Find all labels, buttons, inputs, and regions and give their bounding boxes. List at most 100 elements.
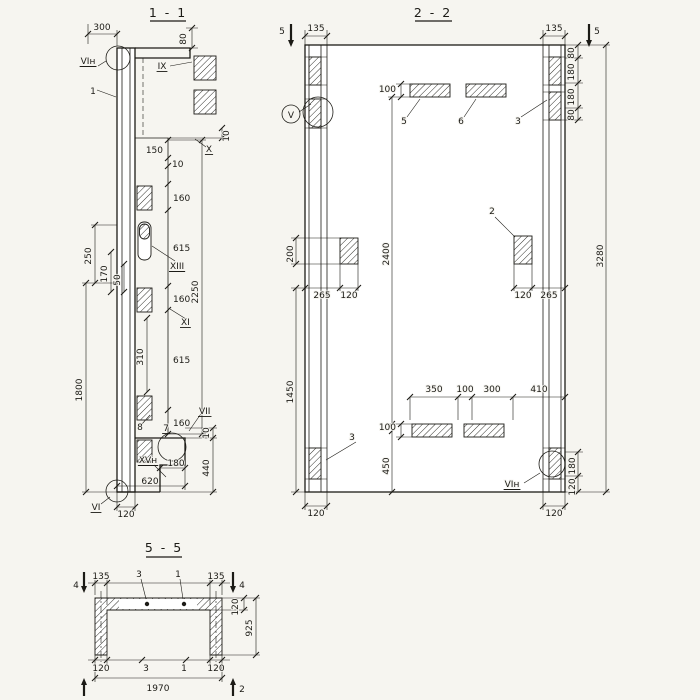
dimension-ticks bbox=[82, 24, 226, 511]
section-5-5: 5 - 5 bbox=[81, 539, 260, 696]
s22-dim-100-mid: 100 bbox=[456, 385, 473, 395]
top-flange bbox=[135, 47, 191, 59]
cut-arrow-icon bbox=[230, 678, 236, 685]
rib-hatch-zone bbox=[548, 91, 562, 121]
s22-dim-135-left: 135 bbox=[307, 24, 324, 34]
rib-hatch-zone bbox=[308, 447, 322, 480]
leader-lines bbox=[298, 98, 548, 484]
cut-arrow-icon bbox=[230, 586, 236, 593]
s11-dim-160-a: 160 bbox=[173, 194, 190, 204]
s11-dim-120: 120 bbox=[117, 510, 134, 520]
s55-cut-2: 2 bbox=[239, 685, 245, 695]
s55-item-1-top: 1 bbox=[175, 570, 181, 580]
s55-dim-120-leg-right: 120 bbox=[207, 664, 224, 674]
s22-item-2: 2 bbox=[489, 207, 495, 217]
s11-mark-ix: IX bbox=[158, 62, 167, 72]
s11-dim-250: 250 bbox=[84, 247, 94, 264]
s22-dim-120-br-chain: 120 bbox=[568, 478, 578, 495]
rebar-bar-lower bbox=[411, 423, 453, 438]
s11-dim-440: 440 bbox=[202, 459, 212, 476]
rebar-dot-1 bbox=[181, 601, 187, 607]
s22-dim-1450: 1450 bbox=[286, 380, 296, 403]
s11-dim-615-a: 615 bbox=[173, 244, 190, 254]
s11-dim-10-top: 10 bbox=[222, 130, 232, 142]
s55-cut-4-left: 4 bbox=[73, 581, 79, 591]
detail-piece-upper bbox=[193, 55, 217, 81]
column-inner-lines bbox=[121, 48, 131, 492]
s22-dim-135-right: 135 bbox=[545, 24, 562, 34]
rebar-bar-lower bbox=[463, 423, 505, 438]
detail-circle-vi-n bbox=[538, 450, 566, 478]
s11-detail-7: 7 bbox=[163, 424, 169, 434]
s11-dim-10-chain: 10 bbox=[172, 160, 184, 170]
s11-dim-2250: 2250 bbox=[191, 280, 201, 303]
detail-circle-vi-n bbox=[105, 45, 131, 71]
s22-dim-2400: 2400 bbox=[382, 242, 392, 265]
s22-dim-265-left: 265 bbox=[313, 291, 330, 301]
s22-dim-3280: 3280 bbox=[596, 244, 606, 267]
detail-circle-7 bbox=[157, 432, 187, 462]
s22-item-5: 5 bbox=[401, 117, 407, 127]
s22-item-3-bottom: 3 bbox=[349, 433, 355, 443]
s22-dim-120-br: 120 bbox=[545, 509, 562, 519]
section-1-1: 1 - 1 bbox=[82, 4, 226, 511]
s55-dim-120-leg-left: 120 bbox=[92, 664, 109, 674]
s22-cut-5-right: 5 bbox=[594, 27, 600, 37]
s11-mark-x: X bbox=[206, 145, 212, 155]
flange-clear-zone bbox=[119, 599, 197, 609]
leader-lines bbox=[140, 578, 184, 600]
rebar-detail bbox=[136, 395, 153, 421]
s55-dim-135-right: 135 bbox=[207, 572, 224, 582]
section-5-5-title: 5 - 5 bbox=[145, 540, 183, 555]
s11-dim-80: 80 bbox=[179, 33, 189, 45]
annotations: VIн30080IX1X1015010160615160615160225025… bbox=[72, 22, 607, 696]
s22-dim-100-bottom: 100 bbox=[379, 423, 396, 433]
s11-dim-180: 180 bbox=[167, 459, 184, 469]
s22-dim-80-b: 80 bbox=[567, 109, 577, 121]
centerlines bbox=[100, 591, 217, 662]
s55-item-1-bottom: 1 bbox=[181, 664, 187, 674]
rebar-bar-6 bbox=[465, 83, 507, 98]
embedded-plate-left bbox=[339, 237, 359, 265]
rib-hatch-zone bbox=[548, 447, 562, 480]
rebar-dot-3 bbox=[144, 601, 150, 607]
s11-mark-xiii: XIII bbox=[170, 262, 184, 272]
leader-lines bbox=[96, 60, 207, 505]
s55-dim-120-flange: 120 bbox=[231, 598, 241, 615]
cut-arrow-icon bbox=[81, 678, 87, 685]
s22-mark-v: V bbox=[288, 111, 295, 121]
s11-item-8: 8 bbox=[137, 423, 143, 433]
s11-dim-50: 50 bbox=[113, 274, 123, 286]
s55-item-3-top: 3 bbox=[136, 570, 142, 580]
s22-dim-120-bl: 120 bbox=[307, 509, 324, 519]
s22-mark-vi-n: VIн bbox=[505, 480, 520, 490]
rib-hatch-zone bbox=[548, 56, 562, 86]
s11-dim-160-b: 160 bbox=[173, 295, 190, 305]
panel-outline bbox=[304, 44, 566, 493]
s22-dim-100-top: 100 bbox=[379, 85, 396, 95]
s11-dim-300: 300 bbox=[93, 23, 110, 33]
s22-dim-120-right: 120 bbox=[514, 291, 531, 301]
detail-circle-v bbox=[302, 96, 334, 128]
rebar-detail bbox=[136, 185, 153, 211]
dimension-lines bbox=[88, 582, 257, 679]
s55-dim-925: 925 bbox=[245, 619, 255, 636]
detail-piece-lower bbox=[193, 89, 217, 115]
s22-dim-350: 350 bbox=[425, 385, 442, 395]
s11-dim-160-c: 160 bbox=[173, 419, 190, 429]
s11-item-1: 1 bbox=[90, 87, 96, 97]
dimension-ticks bbox=[91, 579, 260, 682]
cut-arrow-icon bbox=[288, 40, 294, 47]
s22-dim-265-right: 265 bbox=[540, 291, 557, 301]
s22-dim-200: 200 bbox=[286, 245, 296, 262]
embedded-plate-2 bbox=[513, 235, 533, 265]
s22-item-3-top: 3 bbox=[515, 117, 521, 127]
s22-dim-80-a: 80 bbox=[567, 47, 577, 59]
s22-dim-450: 450 bbox=[382, 457, 392, 474]
rib-hatch-zone bbox=[308, 56, 322, 86]
cut-arrow-icon bbox=[81, 586, 87, 593]
cut-arrow-icon bbox=[586, 40, 592, 47]
s22-dim-120-left: 120 bbox=[340, 291, 357, 301]
